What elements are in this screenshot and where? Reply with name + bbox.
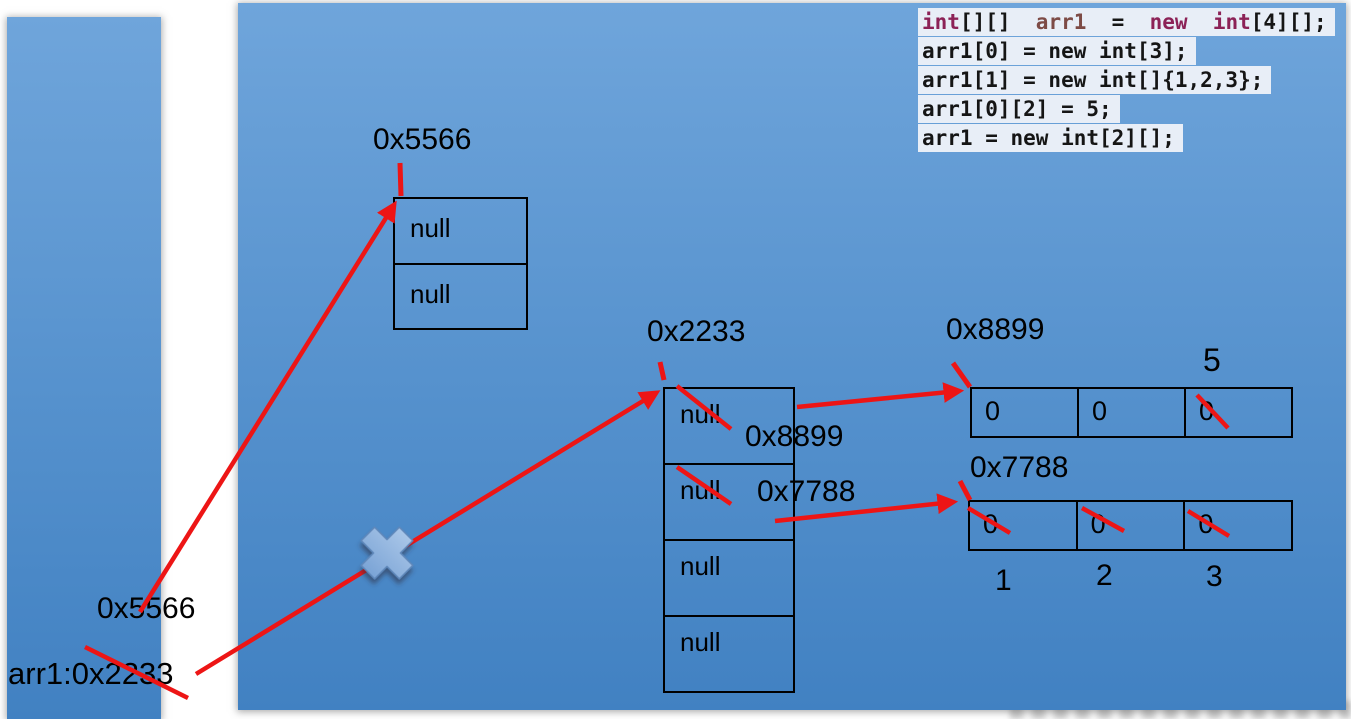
code-text: [4][]; (1250, 10, 1327, 34)
array-cell: null (410, 213, 451, 243)
array-cell: 0 (1077, 389, 1184, 436)
array-cell: 0 (1184, 389, 1291, 436)
code-line-1: int[][] arr1 = new int[4][]; (918, 8, 1335, 36)
stack-ref-arr1: arr1:0x2233 (8, 656, 174, 691)
code-keyword: int (922, 10, 960, 34)
element-value-2: 2 (1096, 559, 1113, 592)
array-cell: null (665, 539, 793, 615)
array-cell: 0 (983, 509, 999, 539)
updated-value-5: 5 (1203, 342, 1221, 378)
address-label-0x5566: 0x5566 (373, 123, 472, 156)
array-box-0x7788: 0 0 0 (968, 500, 1293, 551)
array-cell: 0 (1075, 502, 1184, 549)
address-label-0x8899: 0x8899 (946, 313, 1045, 346)
code-line-3: arr1[1] = new int[]{1,2,3}; (918, 66, 1272, 94)
code-block: int[][] arr1 = new int[4][]; arr1[0] = n… (918, 8, 1335, 153)
element-value-3: 3 (1206, 560, 1223, 593)
code-keyword: new (1149, 10, 1188, 34)
address-label-0x2233: 0x2233 (647, 315, 746, 348)
array-cell: null (665, 615, 793, 691)
array-cell: 0 (985, 396, 1001, 426)
array-cell: 0 (1183, 502, 1291, 549)
code-variable: arr1 (1035, 10, 1087, 34)
code-text: [][] (959, 10, 1036, 34)
stack-ref-0x5566: 0x5566 (97, 592, 196, 625)
stack-panel (7, 17, 161, 719)
new-value-label-0x8899: 0x8899 (745, 420, 844, 453)
element-value-1: 1 (995, 564, 1012, 597)
address-label-0x7788: 0x7788 (970, 451, 1069, 484)
code-line-2: arr1[0] = new int[3]; (918, 37, 1196, 65)
new-value-label-0x7788: 0x7788 (757, 475, 856, 508)
code-text: = (1086, 10, 1150, 34)
code-text (1188, 10, 1213, 34)
array-box-0x8899: 0 0 0 (970, 387, 1293, 438)
code-keyword: int (1212, 10, 1251, 34)
array-box-0x5566: null null (393, 197, 528, 330)
array-cell: null (395, 262, 526, 329)
code-line-4: arr1[0][2] = 5; (918, 95, 1120, 123)
code-line-5: arr1 = new int[2][]; (918, 124, 1183, 152)
